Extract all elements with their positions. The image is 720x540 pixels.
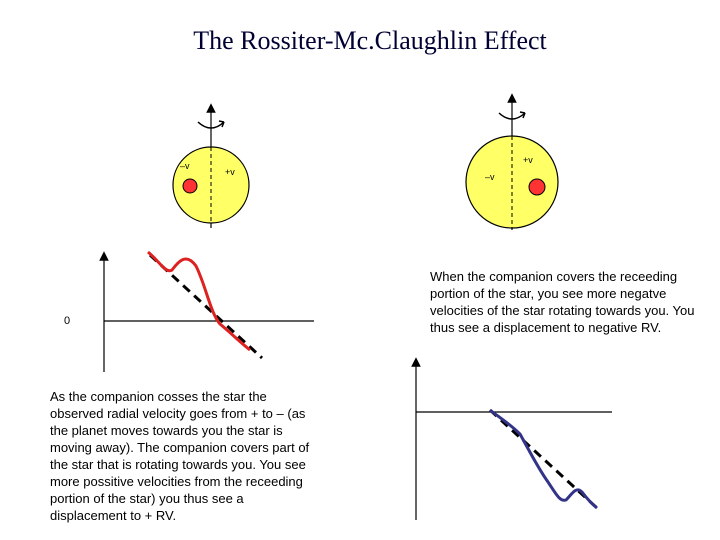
page-title: The Rossiter-Mc.Claughlin Effect [193,26,547,55]
right-plot-observed-rv-curve [489,408,598,510]
right-explanation-text: When the companion covers the receeding … [430,269,695,335]
left-plot-expected-rv-line [148,253,264,360]
right-star-group: –v +v [465,93,559,230]
right-rotation-arrow-icon [498,112,526,120]
right-planet [528,178,546,196]
left-rotation-arrow-icon [197,121,225,129]
right-star-minus-v: –v [485,172,495,182]
right-rv-plot [411,357,612,520]
left-planet [182,178,198,194]
left-star-plus-v: +v [225,167,235,177]
left-star-minus-v: –v [180,161,190,171]
left-plot-observed-rv-curve [147,250,251,352]
right-plot-expected-rv-line [488,408,599,510]
left-plot-zero-label: 0 [64,315,70,327]
right-star-plus-v: +v [523,155,533,165]
left-rv-plot: 0 [64,250,314,372]
left-star-group: –v +v [172,103,250,228]
left-explanation-text: As the companion cosses the star the obs… [50,389,310,523]
